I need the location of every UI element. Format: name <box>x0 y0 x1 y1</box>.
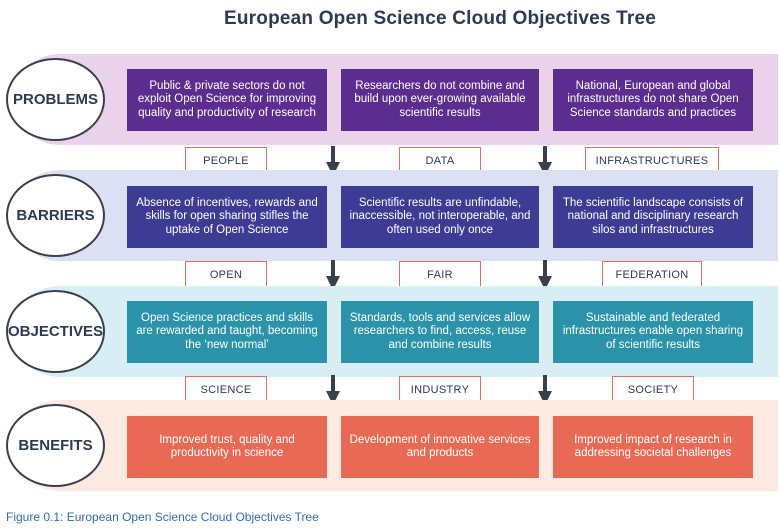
connector-science: SCIENCE <box>185 376 267 403</box>
row-label-problems: PROBLEMS <box>6 58 105 141</box>
row-label-benefits: BENEFITS <box>6 404 105 487</box>
problems-box-3: National, European and global infrastruc… <box>553 69 753 131</box>
down-arrow-icon <box>326 146 340 176</box>
down-arrow-icon <box>326 260 340 290</box>
down-arrow-icon <box>538 260 552 290</box>
problems-box-1: Public & private sectors do not exploit … <box>127 69 327 131</box>
connector-people: PEOPLE <box>185 147 267 174</box>
objectives-box-2: Standards, tools and services allow rese… <box>341 301 539 363</box>
down-arrow-icon <box>538 146 552 176</box>
benefits-box-1: Improved trust, quality and productivity… <box>127 416 327 478</box>
row-label-barriers: BARRIERS <box>6 174 105 257</box>
row-label-objectives: OBJECTIVES <box>6 290 105 373</box>
problems-box-2: Researchers do not combine and build upo… <box>341 69 539 131</box>
barriers-box-1: Absence of incentives, rewards and skill… <box>127 186 327 248</box>
connector-society: SOCIETY <box>612 376 694 403</box>
barriers-box-3: The scientific landscape consists of nat… <box>553 186 753 248</box>
down-arrow-icon <box>538 375 552 405</box>
figure-caption: Figure 0.1: European Open Science Cloud … <box>6 510 319 524</box>
connector-industry: INDUSTRY <box>399 376 481 403</box>
barriers-box-2: Scientific results are unfindable, inacc… <box>341 186 539 248</box>
objectives-box-3: Sustainable and federated infrastructure… <box>553 301 753 363</box>
connector-fair: FAIR <box>399 261 481 288</box>
objectives-box-1: Open Science practices and skills are re… <box>127 301 327 363</box>
diagram-title: European Open Science Cloud Objectives T… <box>223 8 656 29</box>
connector-open: OPEN <box>185 261 267 288</box>
benefits-box-2: Development of innovative services and p… <box>341 416 539 478</box>
benefits-box-3: Improved impact of research in addressin… <box>553 416 753 478</box>
down-arrow-icon <box>326 375 340 405</box>
connector-infrastructures: INFRASTRUCTURES <box>585 147 719 174</box>
connector-federation: FEDERATION <box>602 261 702 288</box>
